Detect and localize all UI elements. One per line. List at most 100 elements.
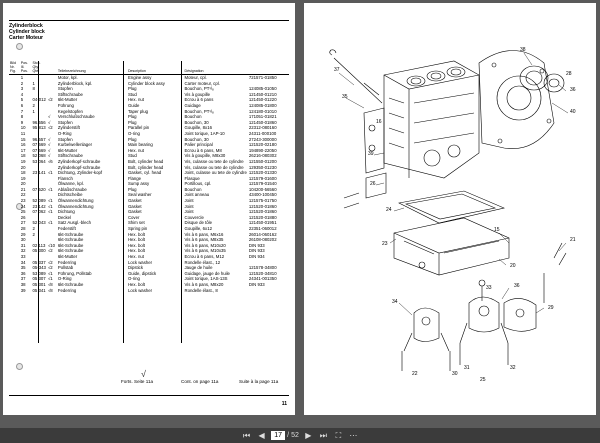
cell-de: Zylinderkopf-schraube bbox=[57, 158, 101, 164]
title-fr: Carter Moteur bbox=[9, 35, 44, 41]
cell-pos: 18 bbox=[20, 153, 26, 159]
cell-pos: 30 bbox=[20, 237, 26, 243]
cell-de: 6kt-Mutter bbox=[57, 147, 78, 153]
cell-pos: 9 bbox=[20, 119, 24, 125]
cell-pos: 4 bbox=[20, 91, 24, 97]
cell-fr: Bouchon bbox=[184, 186, 202, 192]
cell-mark: √10 bbox=[47, 242, 56, 248]
callout-label: 33 bbox=[486, 285, 492, 291]
cell-de: Dichtung, Zylinder-kopf bbox=[57, 170, 103, 176]
col-header-bild: Bild Nr. Fig. bbox=[9, 61, 20, 75]
cell-en: Gasket bbox=[127, 198, 142, 204]
fit-page-icon[interactable]: ⛶ bbox=[335, 430, 342, 440]
callout-label: 32 bbox=[510, 365, 516, 371]
cell-fr: Joint torique, 1AS-13S bbox=[184, 276, 228, 282]
first-page-icon[interactable]: ⏮ bbox=[243, 430, 251, 440]
cell-de: Dichtung bbox=[57, 209, 75, 215]
cell-en: Plug bbox=[127, 186, 137, 192]
cell-nr: 26216-080302 bbox=[248, 153, 277, 159]
cell-mark: √1 bbox=[47, 276, 53, 282]
cell-nr: 24311-000100 bbox=[248, 130, 277, 136]
title-de: Zylinderblock bbox=[9, 23, 43, 29]
cell-nr: 22351-060012 bbox=[248, 226, 277, 232]
cell-de: Ölwannendichtung bbox=[57, 198, 94, 204]
title-en: Cylinder block bbox=[9, 29, 45, 35]
callout-label: 40 bbox=[570, 109, 576, 115]
cell-en: O-ring bbox=[127, 130, 140, 136]
cell-mark: √ bbox=[47, 136, 51, 142]
cell-en: Gasket, cyl. head bbox=[127, 170, 162, 176]
cell-en: Stud bbox=[127, 153, 137, 159]
cell-fr: Ecrou à 6 pans, M12 bbox=[184, 254, 225, 259]
next-page-icon[interactable]: ▶ bbox=[305, 431, 312, 440]
cell-fr: Joint bbox=[184, 203, 194, 209]
cell-fr: Vis à 6 pans, M6x16 bbox=[184, 231, 224, 237]
cell-en: Stud bbox=[127, 91, 137, 97]
header-rule bbox=[9, 20, 289, 21]
callout-label: 16 bbox=[376, 119, 382, 125]
cell-qty: 05 301 bbox=[32, 281, 46, 287]
cell-de: O-Ring bbox=[57, 276, 72, 282]
cell-en: Hex. bolt bbox=[127, 237, 145, 243]
cell-en: Hex. nut bbox=[127, 147, 144, 153]
flange-drawing bbox=[478, 50, 555, 150]
cell-en: Main bearing bbox=[127, 142, 153, 148]
cell-de: Stopfen bbox=[57, 86, 73, 92]
current-page-input[interactable] bbox=[271, 431, 286, 440]
cell-en: Seal washer bbox=[127, 192, 152, 198]
cell-mark: √1 bbox=[47, 209, 53, 215]
cell-pos: 20 bbox=[20, 164, 26, 170]
cell-pos: 35 bbox=[20, 265, 26, 271]
col-header-mark bbox=[46, 61, 57, 75]
cell-en: Shim set bbox=[127, 220, 145, 226]
cell-nr: 121579-01600 bbox=[248, 175, 277, 181]
cell-qty: 05 337 bbox=[32, 259, 46, 265]
cell-fr: Ecrou à 6 pans, M8 bbox=[184, 147, 222, 153]
cell-pos: 24 bbox=[20, 203, 26, 209]
cell-mark: √ bbox=[47, 147, 51, 153]
cell-en: Guide bbox=[127, 102, 140, 108]
col-header-de: Teilebezeichnung bbox=[56, 61, 127, 75]
callout-label: 36 bbox=[570, 87, 576, 93]
footer-rule bbox=[9, 395, 289, 396]
cell-qty: 05-343 bbox=[32, 265, 46, 271]
footer-continued-fr: Suite à la page 11a bbox=[239, 379, 279, 384]
cell-en: Taper plug bbox=[127, 108, 149, 114]
cell-fr: Guidage, jauge de huile bbox=[184, 270, 230, 276]
cell-fr: Palier principal bbox=[184, 142, 213, 148]
more-icon[interactable]: ⋯ bbox=[349, 431, 358, 440]
cell-fr: Vis à 6 pans, M8x35 bbox=[184, 237, 224, 243]
page-indicator: / 52 bbox=[271, 431, 299, 440]
viewer-toolbar: ⏮ ◀ / 52 ▶ ⏭ ⛶ ⋯ bbox=[0, 428, 600, 443]
cell-fr: Guidage bbox=[184, 102, 201, 108]
cell-de: Führung, Pollstab bbox=[57, 270, 92, 276]
cell-en: Lock washer bbox=[127, 259, 153, 265]
cell-qty: 1 bbox=[32, 80, 35, 86]
cell-nr: DIN 933 bbox=[248, 281, 265, 287]
cell-fr: Vis à 6 pans, M10x35 bbox=[184, 248, 226, 254]
last-page-icon[interactable]: ⏭ bbox=[319, 430, 327, 440]
cell-nr: 721571-01850 bbox=[248, 75, 277, 80]
cell-de: Dichtscheibe bbox=[57, 192, 83, 198]
cell-qty: 95 813 bbox=[32, 125, 46, 131]
cell-en: Hex. bolt bbox=[127, 231, 145, 237]
cell-bild bbox=[9, 288, 20, 294]
previous-page-icon[interactable]: ◀ bbox=[258, 431, 265, 440]
cell-en: Cover bbox=[127, 214, 140, 220]
cell-de: Stopfen bbox=[57, 136, 73, 142]
callout-label: 23 bbox=[382, 241, 388, 247]
cell-pos: 31 bbox=[20, 242, 26, 248]
cell-qty: 52 068 bbox=[32, 153, 46, 159]
footer-continued-en: Cont. on page 11a bbox=[181, 379, 219, 384]
cell-qty: 04-012 bbox=[32, 97, 46, 103]
cell-en: Guide, dipstick bbox=[127, 270, 157, 276]
cell-fr: Jauge de huile bbox=[184, 265, 213, 271]
